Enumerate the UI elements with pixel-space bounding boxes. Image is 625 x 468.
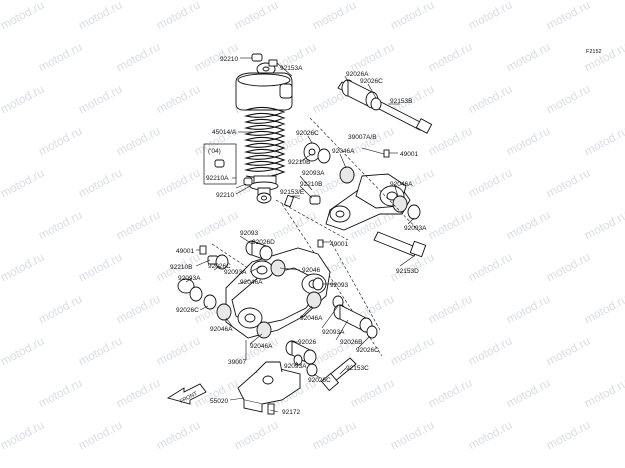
label-92026C-top: 92026C [360, 78, 383, 85]
label-92093A-r1: 92093A [302, 170, 325, 177]
label-92093A-r2: 92093A [404, 225, 427, 232]
label-92153A-top: 92153A [280, 65, 303, 72]
label-92210-top: 92210 [220, 56, 238, 63]
label-c04: ('04) [208, 148, 221, 155]
washer-92026C-l1 [215, 254, 229, 270]
washer-92026C-b1 [366, 325, 378, 339]
label-39007AB: 39007A/B [348, 134, 377, 141]
part-labels: 92210 92153A 45014/A ('04) 92210A 92210 … [170, 56, 427, 416]
label-92210B-r1: 92210B [288, 159, 310, 166]
label-92046A-b: 92046A [250, 343, 273, 350]
label-92153E: 92153/E [280, 189, 305, 196]
top-mount-bolt [268, 59, 293, 77]
label-92093A-b: 92093A [284, 363, 307, 370]
collar-92026C-l2 [203, 294, 217, 310]
washer-92026C-top [370, 97, 382, 111]
bolt-92172 [267, 403, 275, 415]
year-04-box [203, 143, 237, 185]
washer-92093A-b [293, 354, 303, 366]
label-92026C-r: 92026C [296, 130, 319, 137]
grease-nipple-49001-r [383, 149, 398, 158]
grease-nipple-49001-m [317, 239, 324, 248]
label-92026C-l2: 92026C [176, 307, 199, 314]
bolt-92153C [320, 357, 357, 392]
washer-92093A-l1 [177, 278, 195, 294]
tie-rod-39007AB [325, 173, 411, 231]
grease-nipple-49001-l [199, 245, 207, 255]
bearing-92046A-m2 [306, 291, 322, 309]
washer-92093-r [312, 277, 324, 291]
label-92153C: 92153C [346, 365, 369, 372]
label-92093-l: 92093 [240, 230, 258, 237]
bearing-92046A-b [256, 321, 272, 339]
label-92093A-l1: 92093A [178, 275, 201, 282]
label-49001-r: 49001 [400, 151, 418, 158]
label-92046A-l3: 92046A [210, 326, 233, 333]
diagram-code: F2152 [586, 49, 602, 55]
collar-92026D [245, 240, 273, 261]
washer-92093A-l2 [189, 286, 203, 302]
front-direction-arrow: FRONT [166, 383, 207, 405]
label-45014: 45014/A [212, 129, 237, 136]
label-55020: 55020 [210, 398, 228, 405]
label-92046A-l1: 92046A [240, 279, 263, 286]
label-92046A-r1: 92046A [332, 148, 355, 155]
washer-92026C-b2 [306, 363, 318, 377]
label-92210B-l: 92210B [170, 264, 192, 271]
washer-92093A-r2 [407, 204, 421, 220]
shock-lower-nut [235, 177, 253, 189]
label-92093-r: 92093 [330, 282, 348, 289]
shock-absorber [235, 62, 293, 204]
top-mount-nut [240, 53, 263, 62]
bearing-92046A-r1 [339, 166, 355, 184]
label-92210A: 92210A [206, 175, 229, 182]
label-92210B-r2: 92210B [300, 181, 322, 188]
bearing-92046A-l3 [216, 303, 232, 321]
label-92153D: 92153D [396, 268, 419, 275]
label-92210-mid: 92210 [216, 192, 234, 199]
label-92093A-m3: 92093A [322, 329, 345, 336]
collar-92026-b [285, 340, 317, 365]
label-92026A: 92026A [346, 71, 369, 78]
label-92172: 92172 [282, 409, 300, 416]
label-92026C-l1: 92026C [208, 263, 231, 270]
label-92026B: 92026B [340, 339, 362, 346]
label-92093A-l2: 92093A [224, 269, 247, 276]
collar-92026B [333, 304, 373, 333]
bracket-55020 [237, 361, 301, 413]
bearing-92046-m [270, 259, 286, 277]
label-39007: 39007 [228, 359, 246, 366]
label-92026-b: 92026 [298, 339, 316, 346]
shock-lower-bolt [283, 194, 300, 208]
label-92026C-b1: 92026C [356, 347, 379, 354]
label-49001-l: 49001 [176, 248, 194, 255]
nut-92210B-r [309, 195, 321, 205]
label-92026D: 92026D [252, 239, 275, 246]
label-92026C-b2: 92026C [308, 377, 331, 384]
label-92046-m: 92046 [302, 267, 320, 274]
label-92046A-m2: 92046A [300, 315, 323, 322]
bearing-92046A-r2 [392, 195, 408, 213]
label-49001-m: 49001 [330, 241, 348, 248]
label-92153B: 92153B [390, 98, 412, 105]
leader-lines [185, 75, 415, 413]
bolt-92153D [373, 231, 427, 258]
label-92046A-r2: 92046A [390, 181, 413, 188]
